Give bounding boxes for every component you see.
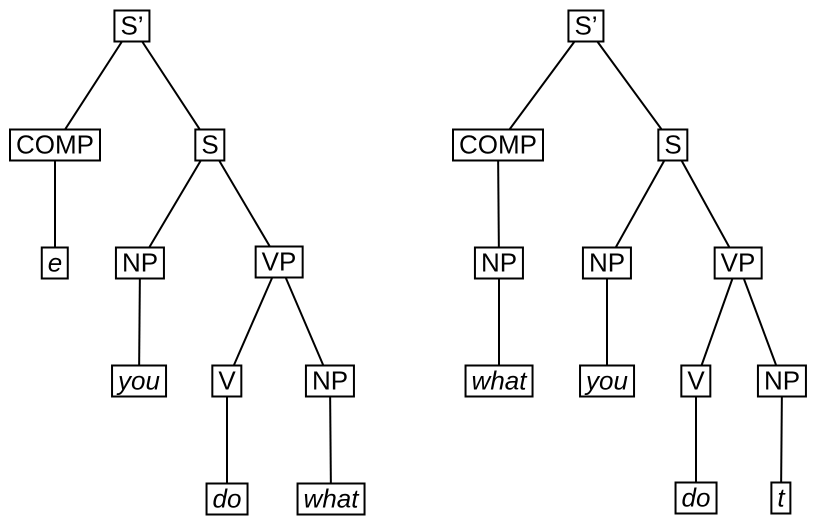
right-tree-node-you: you [579, 364, 635, 398]
edge-right-tree-np-trace-to-t [780, 380, 783, 499]
left-tree-node-s-prime: S’ [113, 9, 151, 43]
right-tree-node-t: t [770, 481, 792, 515]
edge-right-tree-s-to-vp [672, 144, 739, 264]
edge-right-tree-s-to-np-subj [606, 144, 674, 264]
left-tree-node-v: V [211, 364, 243, 398]
edge-right-tree-s-prime-to-s [585, 25, 674, 146]
edge-left-tree-vp-to-v [226, 261, 280, 382]
edge-left-tree-s-prime-to-s [131, 25, 211, 146]
edge-left-tree-s-to-vp [209, 144, 280, 263]
right-tree-node-do: do [674, 481, 718, 515]
left-tree-node-you: you [111, 364, 167, 398]
right-tree-node-np-subj: NP [581, 246, 633, 280]
right-tree-node-v: V [680, 364, 712, 398]
left-tree-node-vp: VP [254, 245, 304, 279]
edge-left-tree-vp-to-np-obj [278, 261, 331, 382]
edge-left-tree-np-obj-to-what [329, 380, 332, 500]
right-tree-node-comp: COMP [452, 128, 544, 162]
edge-right-tree-s-prime-to-comp [497, 25, 587, 146]
left-tree-node-s: S [194, 128, 226, 162]
left-tree-node-what: what [296, 482, 366, 516]
edge-right-tree-comp-to-np-wh [497, 144, 500, 264]
left-tree-node-do: do [205, 482, 249, 516]
right-tree-node-np-wh: NP [473, 246, 525, 280]
left-tree-node-np-obj: NP [304, 364, 356, 398]
edge-right-tree-vp-to-np-trace [737, 262, 783, 382]
edge-left-tree-np-subj-to-you [138, 262, 141, 382]
right-tree-node-s-prime: S’ [567, 9, 605, 43]
right-tree-node-np-trace: NP [756, 364, 808, 398]
right-tree-node-vp: VP [713, 246, 763, 280]
edge-right-tree-vp-to-v [695, 262, 739, 382]
right-tree-node-s: S [657, 128, 689, 162]
left-tree-node-np-subj: NP [114, 246, 166, 280]
edge-left-tree-s-prime-to-comp [54, 25, 133, 146]
edge-left-tree-s-to-np-subj [139, 144, 211, 264]
left-tree-node-comp: COMP [9, 128, 101, 162]
left-tree-node-e: e [40, 246, 70, 280]
right-tree-node-what: what [464, 364, 534, 398]
